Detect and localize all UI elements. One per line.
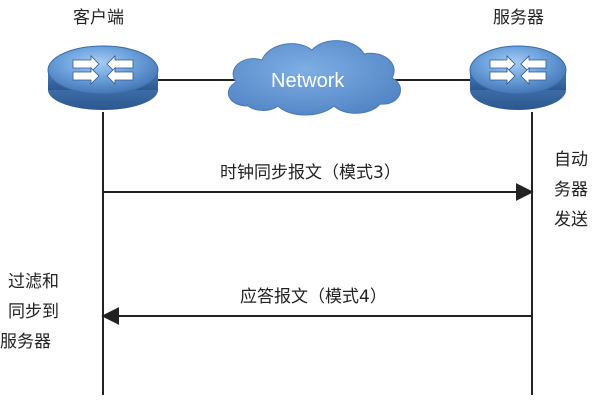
reply-message-label: 应答报文（模式4） — [240, 287, 387, 307]
server-label: 服务器 — [493, 8, 544, 28]
server-note-line-2: 务器 — [554, 180, 588, 200]
client-note-line-3: 服务器 — [0, 332, 51, 352]
client-note-line-1: 过滤和 — [8, 272, 59, 292]
client-note-line-2: 同步到 — [8, 302, 59, 322]
server-router-switch-icon — [469, 45, 567, 110]
server-note-line-1: 自动 — [554, 150, 588, 170]
client-router-switch-icon — [47, 45, 159, 110]
client-label: 客户端 — [73, 8, 124, 28]
network-label: Network — [271, 70, 345, 92]
request-message-label: 时钟同步报文（模式3） — [220, 163, 401, 183]
network-cloud-icon — [227, 40, 401, 116]
server-note-line-3: 发送 — [554, 210, 588, 230]
